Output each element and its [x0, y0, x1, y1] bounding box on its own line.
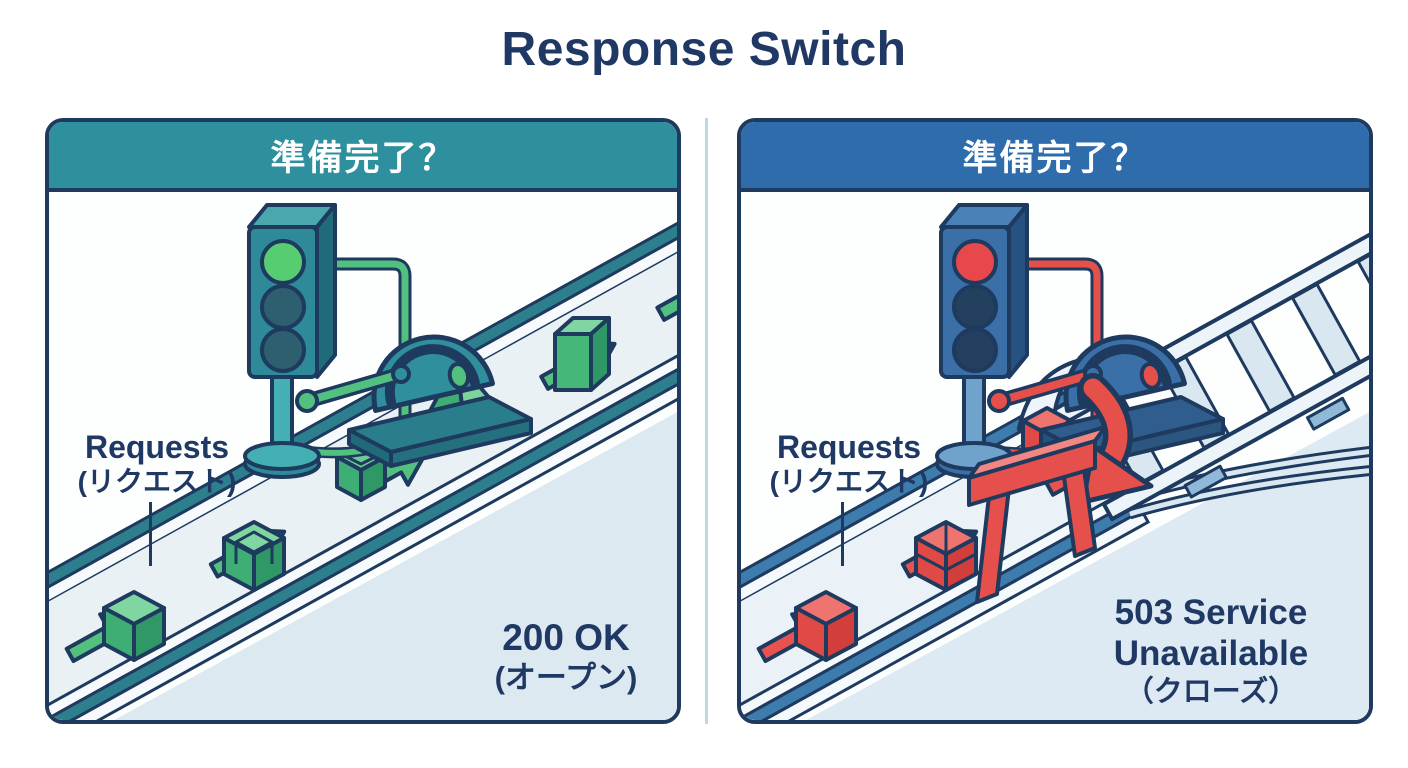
requests-label-en: Requests	[776, 429, 922, 465]
closed-illustration	[741, 192, 1369, 720]
status-200-ok: 200 OK (オープン)	[494, 617, 638, 695]
panel-open-header: 準備完了？	[49, 122, 677, 192]
requests-label: Requests (リクエスト)	[57, 429, 257, 497]
requests-label-ja: (リクエスト)	[77, 465, 237, 497]
panel-closed-header: 準備完了？	[741, 122, 1369, 192]
request-cube-icon	[794, 590, 858, 662]
request-cube-wireframe-icon	[222, 520, 286, 592]
request-cube-icon	[102, 590, 166, 662]
traffic-light-icon	[935, 203, 1029, 479]
switch-lever-icon	[295, 334, 533, 468]
page-title: Response Switch	[501, 23, 907, 76]
status-503: 503 Service Unavailable （クローズ）	[1113, 593, 1309, 708]
requests-pointer-line	[149, 502, 152, 566]
barrier-icon	[967, 425, 1107, 604]
requests-label-ja: (リクエスト)	[769, 465, 929, 497]
panel-closed-body: Requests (リクエスト) 503 Service Unavailable…	[741, 192, 1369, 720]
panel-closed: 準備完了？	[737, 118, 1373, 724]
request-box-icon	[553, 316, 611, 392]
traffic-light-icon	[243, 203, 337, 479]
deflect-arrow-icon	[1078, 373, 1154, 505]
ground-shade	[49, 412, 677, 720]
requests-pointer-line	[841, 502, 844, 566]
panel-open: 準備完了？	[45, 118, 681, 724]
panel-open-body: Requests (リクエスト) 200 OK (オープン)	[49, 192, 677, 720]
request-cube-cross-icon	[914, 520, 978, 592]
panel-divider	[705, 118, 708, 724]
requests-label-en: Requests	[84, 429, 230, 465]
requests-label: Requests (リクエスト)	[749, 429, 949, 497]
switch-lever-icon	[987, 334, 1225, 468]
ground-shade	[741, 412, 1369, 720]
